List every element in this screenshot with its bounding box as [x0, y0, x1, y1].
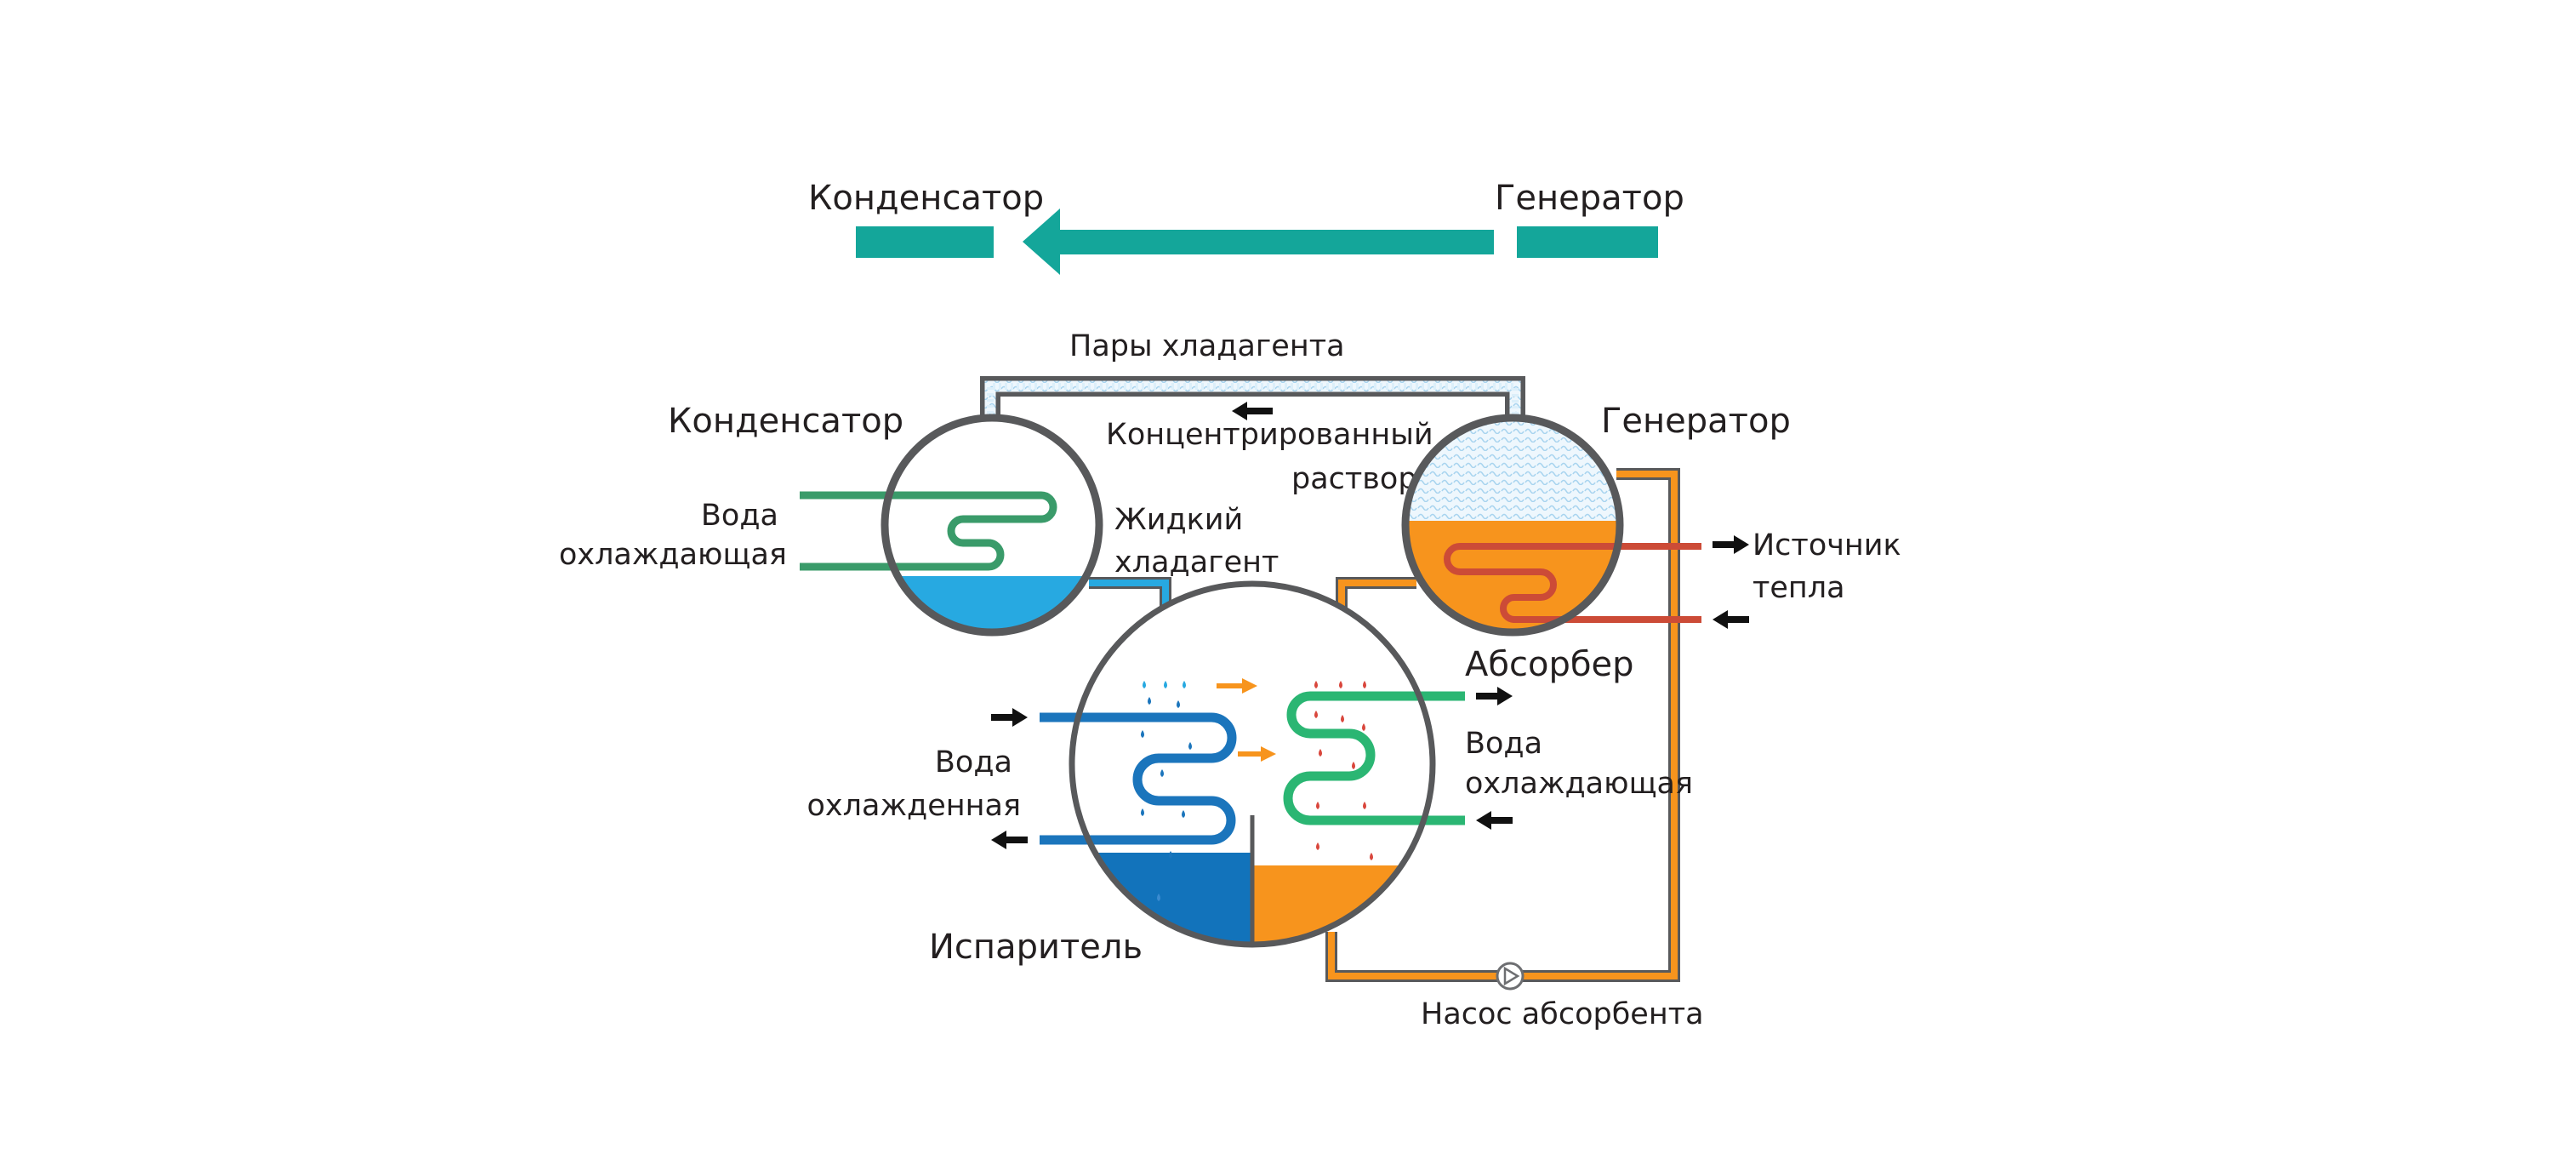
- absorber-water-label-1: Вода: [1465, 727, 1542, 761]
- liquid-refrigerant-label-2: хладагент: [1114, 545, 1279, 580]
- concentrated-flow-arrow-icon: [1232, 402, 1273, 420]
- absorber-water-label-2: охлаждающая: [1465, 767, 1693, 801]
- chilled-water-out-arrow-icon: [991, 831, 1028, 849]
- heat-source-coil: [1444, 543, 1701, 623]
- chilled-water-label-1: Вода: [935, 745, 1012, 780]
- refrigerant-drops: [1141, 681, 1192, 901]
- evaporator-label: Испаритель: [929, 928, 1143, 967]
- chilled-water-coil: [1040, 712, 1237, 845]
- header-generator-bar: [1517, 226, 1658, 258]
- chilled-water-in-arrow-icon: [991, 708, 1028, 727]
- heat-in-arrow-icon: [1713, 610, 1749, 629]
- abs-water-in-arrow-icon: [1476, 811, 1513, 830]
- absorber-label: Абсорбер: [1465, 645, 1634, 684]
- liquid-refrigerant-label-1: Жидкий: [1114, 503, 1243, 537]
- condenser-label: Конденсатор: [668, 402, 903, 441]
- solution-drops: [1314, 681, 1373, 860]
- condenser-water-label-2: охлаждающая: [559, 538, 787, 572]
- abs-water-out-arrow-icon: [1476, 687, 1513, 705]
- header-condenser-bar: [856, 226, 994, 258]
- condenser: [800, 414, 1103, 637]
- heat-source-label-2: тепла: [1752, 571, 1845, 605]
- chilled-water-label-2: охлажденная: [807, 789, 1021, 823]
- vapor-pipe-label: Пары хладагента: [1069, 329, 1345, 363]
- concentrated-label-1: Концентрированный: [1106, 418, 1433, 452]
- header-flow: Конденсатор Генератор: [808, 179, 1684, 275]
- vapor-flow-arrow-icon: [1217, 678, 1257, 694]
- absorber-cooling-coil: [1283, 691, 1465, 825]
- condenser-cooling-coil: [800, 491, 1057, 571]
- vapor-pipe: [980, 376, 1525, 425]
- concentrated-label-2: раствор: [1291, 462, 1417, 496]
- pump-icon: [1496, 962, 1525, 991]
- header-flow-arrow: [1023, 208, 1494, 275]
- absorber-evaporator-vessel: [1040, 580, 1465, 948]
- vapor-flow-arrow-icon: [1238, 746, 1276, 762]
- generator: [1401, 414, 1701, 637]
- pump-label: Насос абсорбента: [1421, 997, 1704, 1031]
- heat-out-arrow-icon: [1713, 535, 1749, 554]
- heat-source-label-1: Источник: [1752, 528, 1901, 563]
- header-generator-label: Генератор: [1495, 179, 1684, 218]
- generator-label: Генератор: [1601, 402, 1791, 441]
- condenser-water-label-1: Вода: [701, 499, 778, 533]
- header-condenser-label: Конденсатор: [808, 179, 1044, 218]
